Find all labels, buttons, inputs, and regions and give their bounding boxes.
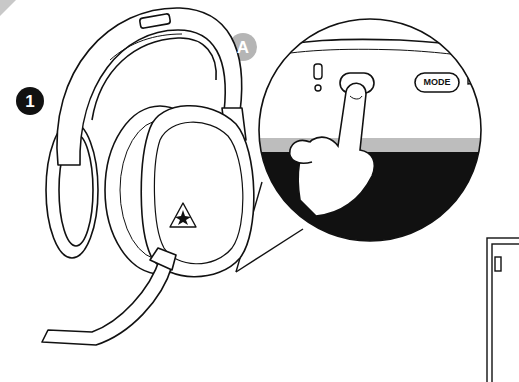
brand-logo xyxy=(170,203,196,227)
dial-ridges xyxy=(471,64,487,82)
button-label: MODE xyxy=(415,73,459,92)
volume-dial xyxy=(468,62,490,84)
earcup-edge xyxy=(258,39,490,50)
earcup-plate xyxy=(154,122,242,264)
callout-letter: A xyxy=(229,34,257,60)
mic-boom xyxy=(42,258,172,345)
step-number: 1 xyxy=(16,88,44,114)
base-inner xyxy=(492,244,519,382)
headband-logo-plate xyxy=(139,13,170,28)
mode-button xyxy=(415,73,459,92)
grey-band xyxy=(250,138,490,152)
folded-finger xyxy=(290,140,312,163)
dial-icon xyxy=(476,40,484,46)
headband-stub xyxy=(258,6,340,25)
mic-hinge xyxy=(150,248,176,270)
corner-tab xyxy=(0,0,16,16)
base-station xyxy=(487,238,519,382)
status-led xyxy=(315,85,321,91)
headband-seam xyxy=(110,34,182,60)
right-earcup xyxy=(141,106,254,277)
fingernail xyxy=(350,96,362,99)
base-port xyxy=(495,257,501,271)
zoom-circle xyxy=(259,19,481,241)
step-badge xyxy=(16,87,44,115)
zoom-detail xyxy=(250,6,490,252)
usb-port xyxy=(314,64,322,79)
headset xyxy=(42,8,254,345)
logo-star xyxy=(175,210,191,225)
